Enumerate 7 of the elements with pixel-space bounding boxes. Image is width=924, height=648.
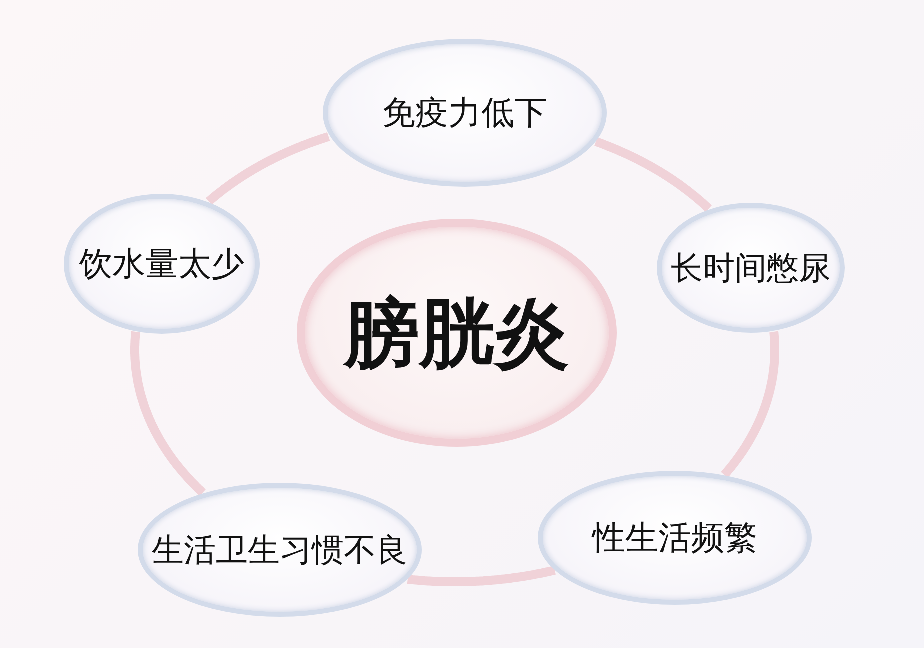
cause-text: 长时间憋尿 (671, 250, 831, 286)
cause-text: 生活卫生习惯不良 (152, 532, 408, 568)
cause-text: 免疫力低下 (382, 94, 548, 132)
topic-title: 膀胱炎 (344, 290, 570, 376)
cause-text: 性生活频繁 (592, 519, 758, 557)
ring-connector (405, 566, 558, 586)
cause-text: 饮水量太少 (80, 245, 244, 283)
